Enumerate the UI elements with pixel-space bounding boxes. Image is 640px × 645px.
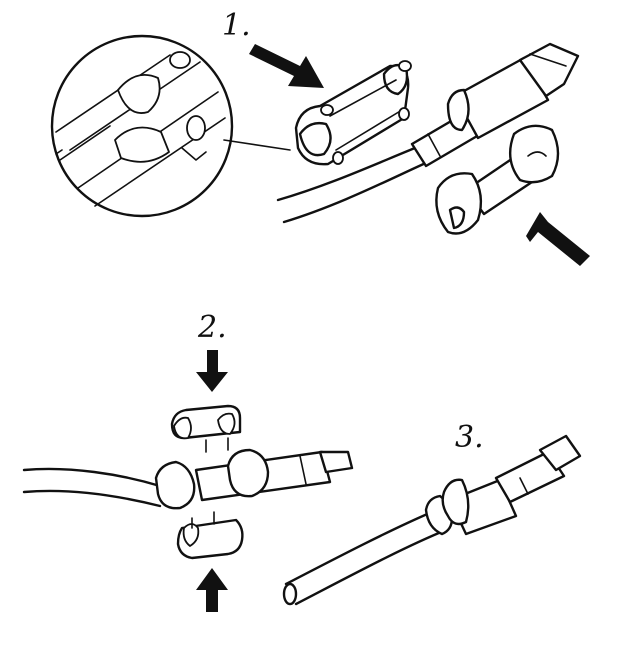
detail-leader-line [223, 139, 291, 151]
step-3-label: 3. [455, 420, 484, 455]
step-3-illustration [282, 434, 582, 606]
arrow-up-left-icon [526, 212, 590, 266]
magnified-detail-circle [50, 34, 291, 218]
clip-half-top [170, 404, 242, 453]
cable-with-protector-installed [282, 434, 582, 606]
step-1-illustration [50, 34, 590, 266]
arrow-up-icon [196, 568, 228, 612]
step-2-illustration [22, 350, 354, 612]
cable-with-connector-step2 [22, 448, 354, 510]
arrow-down-right-icon [249, 44, 324, 88]
clip-half-bottom [176, 511, 244, 560]
step-1-label: 1. [222, 8, 251, 43]
cable-with-connector-step1 [276, 42, 580, 224]
clip-half-lower [435, 124, 560, 235]
arrow-down-icon [196, 350, 228, 392]
magnified-clip-detail [55, 51, 226, 207]
step-2-label: 2. [198, 310, 227, 345]
clip-half-upper [294, 60, 412, 166]
